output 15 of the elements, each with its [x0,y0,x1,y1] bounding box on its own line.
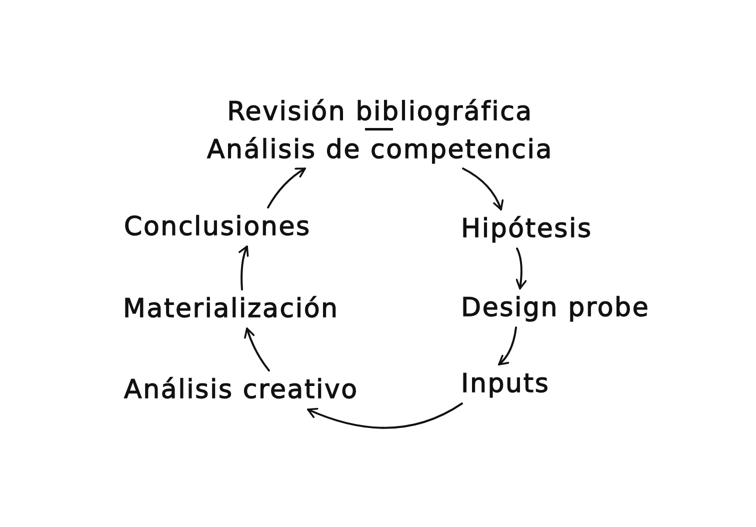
arrow [307,402,463,429]
arrow [498,326,517,366]
step-label: Design probe [457,288,654,328]
step-label: Inputs [457,364,554,404]
step-label: Conclusiones [120,208,315,246]
step-label: Análisis creativo [120,370,362,410]
arrow [267,168,306,208]
step-label: Materialización [119,290,343,328]
arrow [244,328,270,372]
arrow [516,248,527,290]
step-label: Análisis de competencia [206,136,554,164]
step-label: Revisión bibliográfica [226,98,534,126]
arrow [238,246,249,290]
step-label: Hipótesis [457,210,596,248]
arrow [462,168,504,210]
